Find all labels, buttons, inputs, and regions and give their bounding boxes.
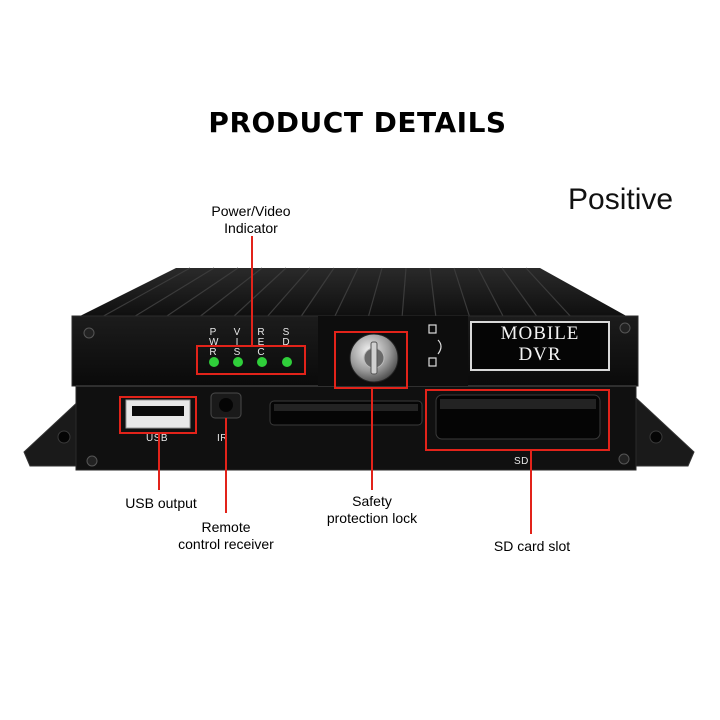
sd-callout: SD card slot	[493, 538, 571, 554]
brand-plate: MOBILE DVR	[470, 321, 610, 371]
led-sd	[282, 357, 292, 367]
brand-line-1: MOBILE	[500, 323, 580, 344]
page-title: PRODUCT DETAILS	[208, 106, 507, 139]
lock-direction-icon	[428, 324, 442, 367]
screw-icon	[619, 322, 631, 334]
lock-callout: Safety protection lock	[326, 493, 418, 526]
indicator-callout: Power/Video Indicator	[211, 203, 291, 236]
view-label: Positive	[568, 183, 674, 216]
indicator-highlight	[196, 345, 306, 375]
brand-line-2: DVR	[518, 344, 562, 365]
led-vis	[233, 357, 243, 367]
led-indicators	[209, 357, 292, 367]
ir-port-label: IR	[217, 433, 228, 444]
led-rec	[257, 357, 267, 367]
right-mounting-flange	[631, 396, 695, 467]
usb-highlight	[119, 396, 197, 434]
sd-port-label: SD	[514, 456, 529, 467]
screw-icon	[618, 453, 630, 465]
usb-callout: USB output	[125, 495, 197, 511]
led-pwr	[209, 357, 219, 367]
heat-sink-top	[76, 268, 630, 318]
screw-icon	[86, 455, 98, 467]
sd-highlight	[425, 389, 610, 451]
usb-port-label: USB	[146, 433, 169, 444]
lock-highlight	[334, 331, 408, 389]
remote-callout: Remote control receiver	[178, 519, 274, 552]
screw-icon	[83, 327, 95, 339]
lock-icon	[349, 333, 399, 383]
